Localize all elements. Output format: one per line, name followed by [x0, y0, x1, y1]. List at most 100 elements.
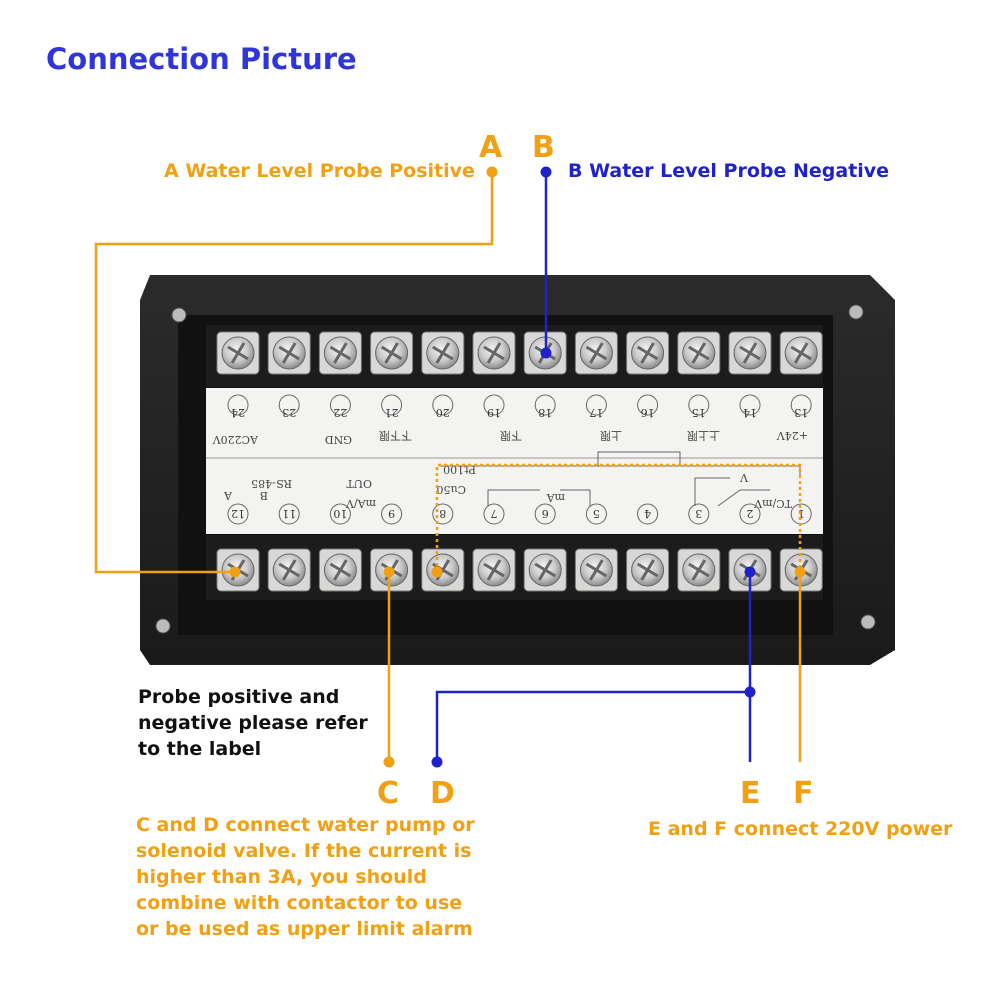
terminal-screw [267, 548, 311, 592]
label-number: 17 [589, 406, 603, 419]
page-title: Connection Picture [46, 42, 357, 76]
note-ef: E and F connect 220V power [648, 818, 953, 840]
label-number: 15 [692, 406, 706, 419]
label-word: 上限 [600, 429, 622, 442]
label-number: 21 [385, 406, 399, 419]
label-number: 11 [282, 507, 296, 520]
terminal-screw [523, 548, 567, 592]
label-number: 4 [644, 507, 651, 520]
terminal-dot-b [540, 347, 552, 359]
label-word: mA/V [345, 497, 376, 510]
label-number-circle: 12 [227, 503, 249, 525]
corner-screw [860, 614, 876, 630]
marker-letter-b: B [532, 130, 555, 165]
label-word: GND [325, 433, 352, 446]
marker-dot-d [431, 756, 443, 768]
terminal-screw [574, 548, 618, 592]
label-number-circle: 16 [637, 394, 659, 419]
label-number-circle: 19 [483, 394, 505, 419]
terminal-dot-a [229, 566, 241, 578]
connector-line-d-internal [435, 463, 802, 572]
marker-letter-f: F [793, 776, 814, 811]
label-number-circle: 3 [688, 503, 710, 525]
label-word: B [260, 489, 268, 502]
label-number: 14 [743, 406, 757, 419]
label-number-circle: 24 [227, 394, 249, 419]
note-probe: Probe positive and negative please refer… [138, 686, 368, 760]
marker-letter-e: E [740, 776, 761, 811]
terminal-screw [626, 548, 670, 592]
terminal-screw [779, 331, 823, 375]
label-word: OUT [346, 477, 372, 490]
terminal-screw [318, 331, 362, 375]
label-number: 10 [333, 507, 347, 520]
label-number: 9 [388, 507, 395, 520]
label-number-circle: 9 [381, 503, 403, 525]
terminal-screw [728, 331, 772, 375]
marker-dot-b [540, 166, 552, 178]
label-number-circle: 22 [329, 394, 351, 419]
label-word: AC220V [212, 433, 259, 446]
label-number-circle: 4 [637, 503, 659, 525]
top-screws [216, 331, 823, 375]
terminal-screw [626, 331, 670, 375]
terminal-screw [677, 331, 721, 375]
terminal-screw [574, 331, 618, 375]
label-number-circle: 8 [432, 503, 454, 525]
terminal-dot-f [794, 566, 806, 578]
terminal-screw [421, 331, 465, 375]
label-number: 22 [333, 406, 347, 419]
label-number: 12 [231, 507, 245, 520]
junction-dot-e [744, 686, 756, 698]
terminal-dot-c [383, 566, 395, 578]
terminal-dot-d [431, 566, 443, 578]
label-number: 5 [593, 507, 600, 520]
terminal-screw [370, 331, 414, 375]
label-a: A Water Level Probe Positive [164, 160, 475, 182]
label-number: 18 [538, 406, 552, 419]
label-word: TC/mV [753, 497, 792, 510]
label-number: 13 [794, 406, 808, 419]
terminal-screw [216, 331, 260, 375]
label-number: 3 [695, 507, 702, 520]
label-word: 上上限 [687, 429, 720, 442]
label-number: 7 [491, 507, 498, 520]
label-number: 24 [231, 406, 245, 419]
label-number-circle: 2 [739, 503, 761, 525]
terminal-screw [421, 548, 465, 592]
corner-screw [171, 307, 187, 323]
terminal-label [206, 388, 823, 534]
label-number-circle: 11 [278, 503, 300, 525]
marker-letter-d: D [430, 776, 455, 811]
label-word: RS-485 [251, 477, 292, 490]
corner-screw [155, 618, 171, 634]
label-number-circle: 17 [585, 394, 607, 419]
bottom-screws [216, 548, 823, 592]
corner-screw [848, 304, 864, 320]
label-number: 2 [747, 507, 754, 520]
terminal-dot-e [744, 566, 756, 578]
label-word: Cu50 [437, 483, 467, 496]
terminal-screw [677, 548, 721, 592]
label-number: 8 [439, 507, 446, 520]
marker-dot-c [383, 756, 395, 768]
label-number: 19 [487, 406, 501, 419]
terminal-screw [318, 548, 362, 592]
label-number-circle: 6 [534, 503, 556, 525]
note-cd: C and D connect water pump or solenoid v… [136, 814, 475, 940]
label-number: 23 [282, 406, 296, 419]
label-word: 下限 [500, 429, 522, 442]
terminal-screw [472, 548, 516, 592]
label-number-circle: 13 [790, 394, 812, 419]
label-number: 20 [436, 406, 450, 419]
terminal-screw [472, 331, 516, 375]
marker-letter-a: A [479, 130, 503, 165]
label-word: 下下限 [379, 429, 412, 442]
label-word: mA [546, 491, 565, 504]
label-number-circle: 10 [329, 503, 351, 525]
marker-dot-a [486, 166, 498, 178]
terminal-screw [267, 331, 311, 375]
label-number-circle: 18 [534, 394, 556, 419]
